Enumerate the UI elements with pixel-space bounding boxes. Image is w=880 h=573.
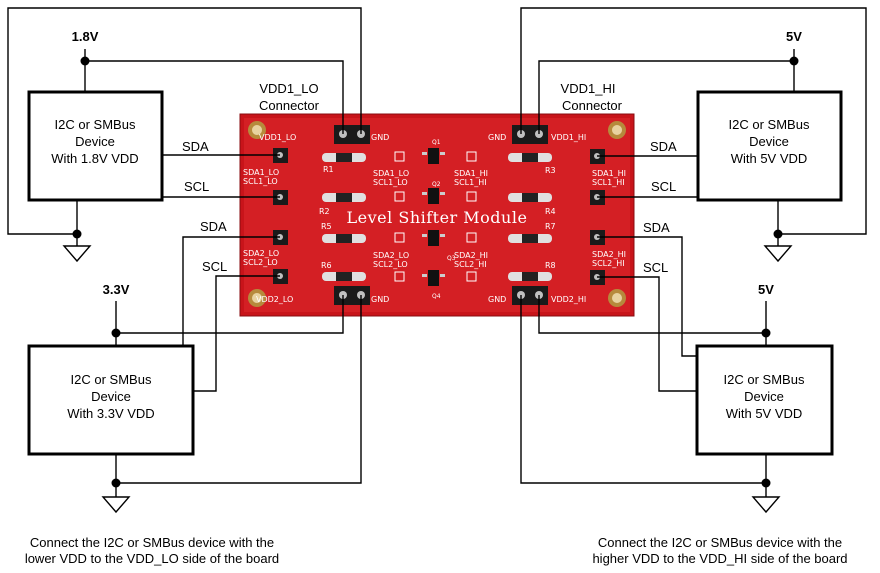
device-box-5v-bottom: [695, 344, 834, 456]
device-5v-top-line2: Device: [749, 134, 789, 149]
lo-resistors: [322, 153, 366, 281]
silk-vdd1-hi: VDD1_HI: [551, 133, 586, 142]
device-5v-top-line3: With 5V VDD: [731, 151, 808, 166]
silk-gnd-top-right: GND: [488, 133, 506, 142]
voltage-label-5v-top: 5V: [786, 29, 802, 44]
hi-resistors: [508, 153, 552, 281]
silk-r8: R8: [545, 261, 556, 270]
device-boxes: [27, 90, 843, 456]
vdd1-lo-connector-line1: VDD1_LO: [259, 81, 318, 96]
vdd1-hi-connector-line2: Connector: [562, 98, 623, 113]
device-5v-top-line1: I2C or SMBus: [729, 117, 810, 132]
level-shifter-board: VDD1_LO GND GND VDD1_HI VDD2_LO GND GND …: [239, 113, 635, 317]
silk-r6: R6: [321, 261, 332, 270]
device-5v-bottom-line1: I2C or SMBus: [724, 372, 805, 387]
vdd1-hi-connector-line1: VDD1_HI: [561, 81, 616, 96]
voltage-label-5v-bottom: 5V: [758, 282, 774, 297]
silk-r3: R3: [545, 166, 556, 175]
silk-sda2-hi: SDA2_HI: [592, 250, 626, 259]
device-3v3-line1: I2C or SMBus: [71, 372, 152, 387]
right-caption-line2: higher VDD to the VDD_HI side of the boa…: [592, 551, 848, 566]
device-1v8-line2: Device: [75, 134, 115, 149]
silk-gnd-bottom-right: GND: [488, 295, 506, 304]
silk-scl1-lo-mid: SCL1_LO: [373, 178, 408, 187]
device-1v8-line3: With 1.8V VDD: [51, 151, 138, 166]
device-5v-bottom-line3: With 5V VDD: [726, 406, 803, 421]
sda-label-bottom-left: SDA: [200, 219, 227, 234]
scl-label-bottom-left: SCL: [202, 259, 227, 274]
right-caption: Connect the I2C or SMBus device with the…: [562, 535, 878, 567]
silk-gnd-top-left: GND: [371, 133, 389, 142]
device-box-3v3: [27, 344, 195, 456]
silk-sda1-lo-mid: SDA1_LO: [373, 169, 409, 178]
left-caption-line2: lower VDD to the VDD_LO side of the boar…: [24, 551, 280, 566]
left-caption: Connect the I2C or SMBus device with the…: [0, 535, 310, 567]
silk-sda2-hi-mid: SDA2_HI: [454, 251, 488, 260]
silk-scl2-hi-mid: SCL2_HI: [454, 260, 487, 269]
sda-label-top-right: SDA: [650, 139, 677, 154]
lo-signal-pins: [273, 148, 288, 284]
scl-label-top-right: SCL: [651, 179, 676, 194]
device-3v3-line2: Device: [91, 389, 131, 404]
silk-gnd-bottom-left: GND: [371, 295, 389, 304]
silk-r5: R5: [321, 222, 332, 231]
silk-scl2-lo: SCL2_LO: [243, 258, 278, 267]
silk-vdd1-lo: VDD1_LO: [259, 133, 296, 142]
sda-label-bottom-right: SDA: [643, 220, 670, 235]
silk-sda1-hi-mid: SDA1_HI: [454, 169, 488, 178]
silk-q1: Q1: [432, 139, 441, 146]
silk-vdd2-hi: VDD2_HI: [551, 295, 586, 304]
left-caption-line1: Connect the I2C or SMBus device with the: [29, 535, 275, 550]
device-5v-bottom-line2: Device: [744, 389, 784, 404]
ground-icon: [62, 245, 793, 514]
silk-r7: R7: [545, 222, 556, 231]
silk-scl1-hi-mid: SCL1_HI: [454, 178, 487, 187]
silk-scl2-lo-mid: SCL2_LO: [373, 260, 408, 269]
scl-label-top-left: SCL: [184, 179, 209, 194]
device-1v8-line1: I2C or SMBus: [55, 117, 136, 132]
mosfets: [422, 148, 445, 286]
silk-sda2-lo: SDA2_LO: [243, 249, 279, 258]
device-box-5v-top: [696, 90, 843, 202]
wiring: [7, 7, 867, 497]
device-3v3-line3: With 3.3V VDD: [67, 406, 154, 421]
silk-q4: Q4: [432, 293, 441, 300]
junction-dots: [72, 56, 799, 488]
vdd1-lo-connector-line2: Connector: [259, 98, 320, 113]
voltage-label-3v3: 3.3V: [103, 282, 130, 297]
silk-sda2-lo-mid: SDA2_LO: [373, 251, 409, 260]
silk-q3: Q3: [447, 255, 456, 262]
silk-r2: R2: [319, 207, 330, 216]
board-title: Level Shifter Module: [347, 208, 528, 227]
silk-scl2-hi: SCL2_HI: [592, 259, 625, 268]
right-caption-line1: Connect the I2C or SMBus device with the: [597, 535, 843, 550]
silk-r4: R4: [545, 207, 556, 216]
silk-vdd2-lo: VDD2_LO: [256, 295, 293, 304]
silk-r1: R1: [323, 165, 334, 174]
silk-scl1-lo: SCL1_LO: [243, 177, 278, 186]
test-pads: [394, 151, 477, 282]
silk-scl1-hi: SCL1_HI: [592, 178, 625, 187]
scl-label-bottom-right: SCL: [643, 260, 668, 275]
silk-q2: Q2: [432, 181, 441, 188]
silk-sda1-hi: SDA1_HI: [592, 169, 626, 178]
sda-label-top-left: SDA: [182, 139, 209, 154]
voltage-label-1v8: 1.8V: [72, 29, 99, 44]
device-box-1v8: [27, 90, 164, 202]
silk-sda1-lo: SDA1_LO: [243, 168, 279, 177]
